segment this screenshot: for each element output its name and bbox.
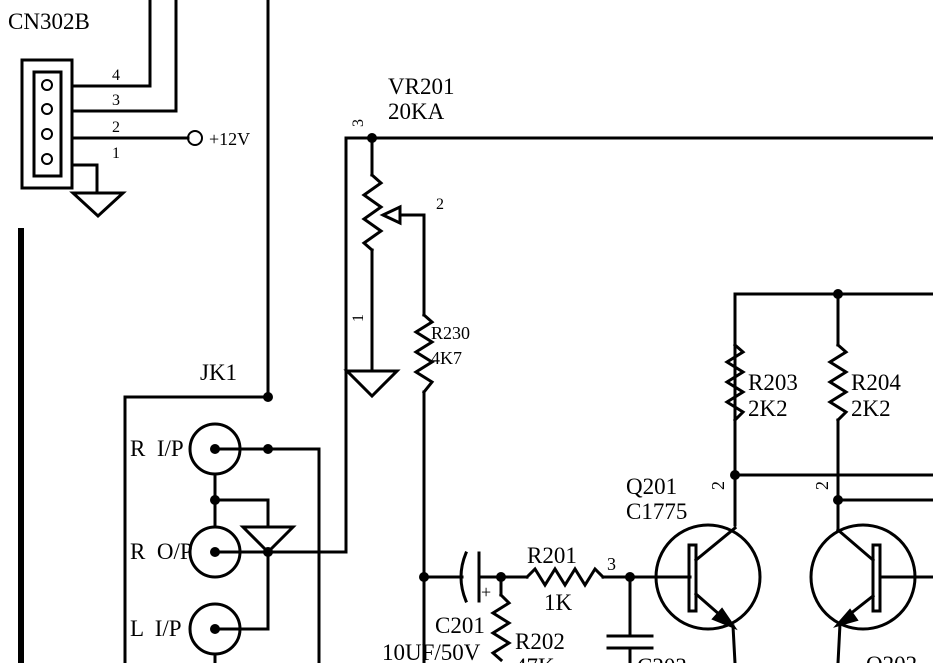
r230-value: 4K7 bbox=[431, 348, 462, 368]
transistor-q202 bbox=[809, 523, 933, 663]
jack-r-output-label: R O/P bbox=[130, 539, 193, 564]
r230-ref: R230 bbox=[431, 323, 470, 343]
jk1-label: JK1 bbox=[200, 360, 237, 385]
pin-label-2: 2 bbox=[112, 119, 120, 136]
q201-collector-pin: 2 bbox=[708, 481, 728, 490]
c201-polarity: + bbox=[481, 582, 491, 602]
jack-jk1 bbox=[123, 392, 348, 663]
c201-value: 10UF/50V bbox=[382, 640, 481, 663]
vr201-pin-3: 3 bbox=[350, 119, 367, 127]
q201-part: C1775 bbox=[626, 499, 687, 524]
c203-ref: C203 bbox=[637, 654, 687, 663]
r204-value: 2K2 bbox=[851, 396, 891, 421]
supply-label: +12V bbox=[209, 129, 250, 149]
input-network bbox=[419, 551, 658, 663]
r203-value: 2K2 bbox=[748, 396, 788, 421]
r201-ref: R201 bbox=[527, 543, 577, 568]
vr201-pin-1: 1 bbox=[350, 314, 367, 322]
pin-label-1: 1 bbox=[112, 145, 120, 162]
collector-network bbox=[724, 289, 933, 530]
jack-r-input-label: R I/P bbox=[130, 436, 184, 461]
r202-ref: R202 bbox=[515, 629, 565, 654]
jack-l-input-label: L I/P bbox=[130, 616, 182, 641]
c201-ref: C201 bbox=[435, 613, 485, 638]
pin-label-4: 4 bbox=[112, 67, 120, 84]
connector-wires bbox=[69, 0, 203, 219]
q201-ref: Q201 bbox=[626, 474, 677, 499]
vr201-value: 20KA bbox=[388, 99, 445, 124]
connector-label: CN302B bbox=[8, 9, 90, 34]
r204-ref: R204 bbox=[851, 370, 901, 395]
r202-value: 47K bbox=[515, 654, 555, 663]
r201-value: 1K bbox=[544, 590, 573, 615]
pin-label-3: 3 bbox=[112, 92, 120, 109]
resistor-r230 bbox=[413, 312, 435, 663]
r203-ref: R203 bbox=[748, 370, 798, 395]
transistor-q201 bbox=[654, 523, 762, 663]
potentiometer-vr201 bbox=[343, 133, 933, 554]
vr201-ref: VR201 bbox=[388, 74, 454, 99]
q201-base-pin: 3 bbox=[607, 554, 616, 574]
q202-ref: Q202 bbox=[866, 652, 917, 663]
vr201-pin-2: 2 bbox=[436, 196, 444, 213]
connector-cn302b bbox=[20, 58, 74, 190]
q202-collector-pin: 2 bbox=[812, 481, 832, 490]
